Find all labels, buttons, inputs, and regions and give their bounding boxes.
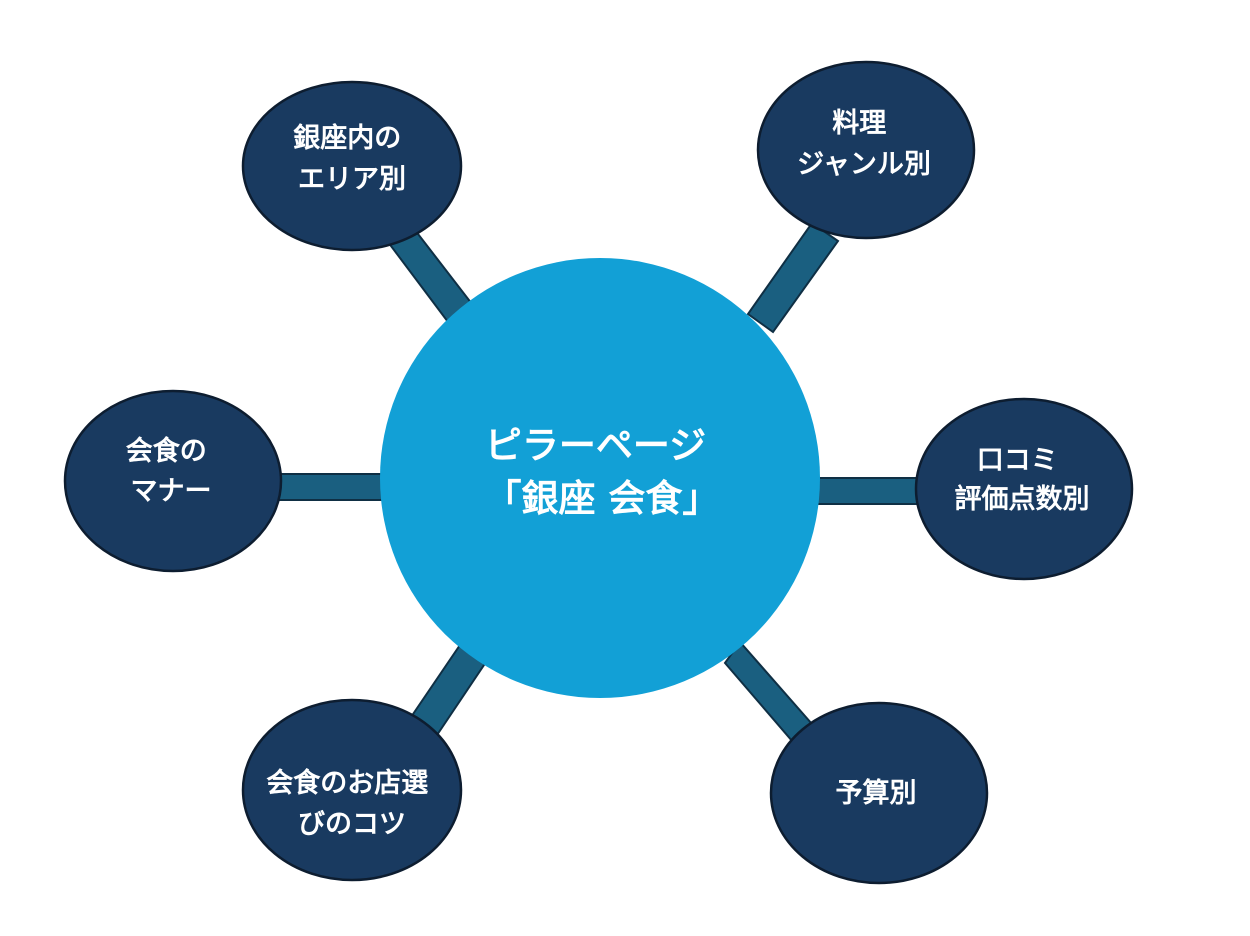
node-budget-line-1: 予算別 <box>836 777 917 809</box>
node-genre-ellipse <box>756 60 976 240</box>
hub-label-line-2: 「銀座 会食」 <box>485 477 720 520</box>
node-area-line-2: エリア別 <box>298 164 406 195</box>
node-reviews-line-2: 評価点数別 <box>955 483 1090 515</box>
node-manners: 会食の マナー <box>63 389 283 573</box>
node-tips-line-1: 会食のお店選 <box>266 767 428 799</box>
node-manners-line-1: 会食の <box>126 435 207 467</box>
node-tips: 会食のお店選 びのコツ <box>241 698 463 882</box>
connector-budget <box>723 640 814 744</box>
hub-label-line-1: ピラーページ <box>485 424 706 467</box>
node-manners-line-2: マナー <box>131 476 212 507</box>
node-tips-ellipse <box>241 698 463 882</box>
node-tips-label: 会食のお店選 びのコツ <box>266 767 437 840</box>
node-genre: 料理 ジャンル別 <box>756 60 976 240</box>
connector-reviews <box>815 477 923 505</box>
node-tips-line-2: びのコツ <box>298 809 406 840</box>
hub-label: ピラーページ 「銀座 会食」 <box>485 424 720 520</box>
connector-manners <box>275 473 387 501</box>
node-manners-label: 会食の マナー <box>126 435 216 507</box>
node-budget-ellipse <box>769 701 989 885</box>
node-genre-line-1: 料理 <box>832 108 886 139</box>
node-budget-label: 予算別 <box>836 777 917 809</box>
node-reviews-ellipse <box>914 397 1134 581</box>
node-genre-label: 料理 ジャンル別 <box>797 108 931 180</box>
hub-circle <box>380 258 820 698</box>
connector-genre <box>746 221 840 334</box>
node-reviews-label: 口コミ 評価点数別 <box>955 445 1090 515</box>
node-genre-line-2: ジャンル別 <box>797 149 931 180</box>
node-area-label: 銀座内の エリア別 <box>293 122 410 195</box>
hub: ピラーページ 「銀座 会食」 <box>380 258 820 698</box>
node-area: 銀座内の エリア別 <box>241 80 463 252</box>
node-area-line-1: 銀座内の <box>293 122 401 154</box>
node-manners-ellipse <box>63 389 283 573</box>
node-reviews-line-1: 口コミ <box>977 445 1058 476</box>
node-reviews: 口コミ 評価点数別 <box>914 397 1134 581</box>
node-area-ellipse <box>241 80 463 252</box>
node-budget: 予算別 <box>769 701 989 885</box>
